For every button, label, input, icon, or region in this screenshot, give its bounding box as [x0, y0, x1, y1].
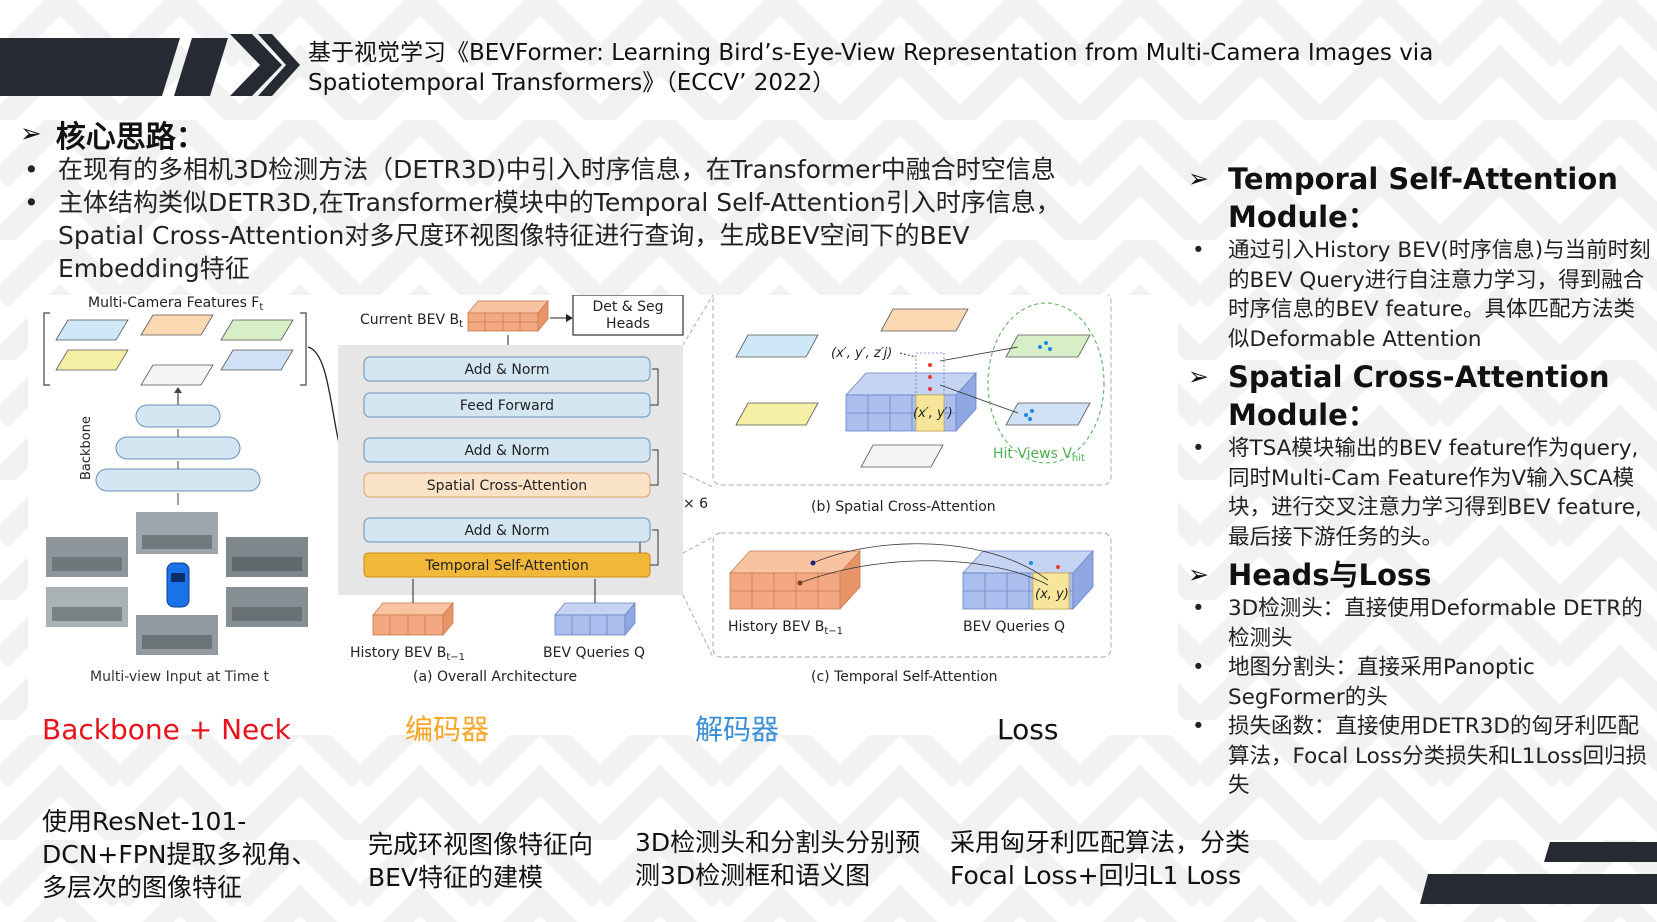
bullet-dot-icon: •	[1192, 238, 1205, 263]
loss-label: Loss	[997, 713, 1059, 746]
core-bullet-text: 在现有的多相机3D检测方法（DETR3D)中引入时序信息，在Transforme…	[58, 155, 1056, 184]
add-norm-block: Add & Norm	[363, 437, 651, 463]
sca-module-item: • 将TSA模块输出的BEV feature作为query,同时Multi-Ca…	[1188, 434, 1653, 552]
bevformer-architecture-figure: Multi-Camera Features Ft Backbone Multi-…	[28, 295, 1178, 735]
arrow-bullet-icon: ➢	[1188, 362, 1209, 391]
svg-text:Spatial Cross-Attention: Spatial Cross-Attention	[427, 478, 587, 494]
tsa-module-item: • 通过引入History BEV(时序信息)与当前时刻的BEV Query进行…	[1188, 236, 1653, 354]
caption-a: (a) Overall Architecture	[413, 669, 577, 685]
multi-camera-features-label: Multi-Camera Features Ft	[88, 295, 263, 313]
hit-views-circle	[987, 302, 1105, 464]
decoder-label: 解码器	[695, 713, 780, 746]
section-title: Temporal Self-Attention Module：	[1228, 162, 1618, 234]
tsa-bev-queries-label: BEV Queries Q	[963, 619, 1065, 635]
det-seg-heads-box	[572, 295, 684, 336]
svg-text:Add & Norm: Add & Norm	[464, 362, 549, 378]
backbone-label: Backbone	[79, 416, 94, 480]
section-title: Heads与Loss	[1228, 558, 1432, 592]
sca-module-heading: ➢ Spatial Cross-Attention Module：	[1188, 358, 1653, 434]
item-text: 地图分割头：直接采用Panoptic SegFormer的头	[1228, 655, 1535, 710]
bullet-dot-icon: •	[1192, 714, 1205, 739]
sca-bev-grid	[845, 352, 977, 433]
add-norm-block: Add & Norm	[363, 356, 651, 382]
backbone-neck-label: Backbone + Neck	[42, 713, 291, 746]
arrow-bullet-icon: ➢	[1188, 164, 1209, 193]
tsa-detail-panel	[712, 532, 1112, 658]
backbone-stage	[95, 468, 261, 492]
header-decoration	[0, 34, 300, 96]
svg-text:Temporal Self-Attention: Temporal Self-Attention	[424, 558, 588, 574]
tsa-history-grid	[729, 549, 861, 611]
core-bullets: • 在现有的多相机3D检测方法（DETR3D)中引入时序信息，在Transfor…	[20, 153, 1170, 285]
item-text: 损失函数：直接使用DETR3D的匈牙利匹配算法，Focal Loss分类损失和L…	[1228, 714, 1648, 798]
encoder-description: 完成环视图像特征向BEV特征的建模	[368, 830, 594, 892]
tsa-module-heading: ➢ Temporal Self-Attention Module：	[1188, 160, 1653, 236]
heads-loss-item: • 地图分割头：直接采用Panoptic SegFormer的头	[1188, 653, 1653, 712]
loss-description: 采用匈牙利匹配算法，分类Focal Loss+回归L1 Loss	[950, 828, 1251, 890]
temporal-self-attention-block: Temporal Self-Attention	[363, 552, 651, 578]
current-bev-grid	[467, 299, 549, 333]
svg-text:Add & Norm: Add & Norm	[464, 523, 549, 539]
bullet-dot-icon: •	[24, 188, 39, 217]
bullet-dot-icon: •	[1192, 436, 1205, 461]
ref-point-3d-label: (x′, y′, z′j)	[831, 346, 892, 361]
add-norm-block: Add & Norm	[363, 517, 651, 543]
feature-map-planes	[55, 314, 294, 386]
camera-images	[46, 512, 308, 655]
page-title: 基于视觉学习《BEVFormer: Learning Bird’s-Eye-Vi…	[308, 40, 1434, 96]
feed-forward-block: Feed Forward	[363, 392, 651, 418]
sca-sampling-points	[928, 363, 932, 391]
bullet-dot-icon: •	[1192, 596, 1205, 621]
encoder-label: 编码器	[405, 713, 490, 746]
tsa-xy-label: (x, y)	[1035, 587, 1069, 602]
core-bullet: • 主体结构类似DETR3D,在Transformer模块中的Temporal …	[20, 186, 1100, 285]
bev-queries-grid	[554, 601, 636, 637]
heads-loss-item: • 3D检测头：直接使用Deformable DETR的检测头	[1188, 594, 1653, 653]
ref-point-2d-label: (x′, y′)	[913, 406, 953, 421]
hit-points	[1024, 341, 1052, 421]
tsa-query-grid	[962, 549, 1094, 611]
module-notes: ➢ Temporal Self-Attention Module： • 通过引入…	[1188, 160, 1653, 801]
core-bullet-text: 主体结构类似DETR3D,在Transformer模块中的Temporal Se…	[58, 188, 1061, 283]
item-text: 通过引入History BEV(时序信息)与当前时刻的BEV Query进行自注…	[1228, 238, 1651, 352]
footer-decoration	[1420, 842, 1657, 904]
caption-b: (b) Spatial Cross-Attention	[811, 499, 996, 515]
backbone-neck-description: 使用ResNet-101-DCN+FPN提取多视角、多层次的图像特征	[42, 807, 317, 902]
core-idea-heading: ➢ 核心思路：	[20, 112, 206, 156]
backbone-stage	[135, 404, 221, 428]
section-title: Spatial Cross-Attention Module：	[1228, 360, 1610, 432]
arrow-bullet-icon: ➢	[1188, 560, 1209, 589]
heads-loss-heading: ➢ Heads与Loss	[1188, 556, 1653, 594]
decoder-description: 3D检测头和分割头分别预测3D检测框和语义图	[635, 828, 921, 890]
multi-view-input-label: Multi-view Input at Time t	[90, 669, 270, 685]
bullet-dot-icon: •	[1192, 655, 1205, 680]
core-idea-title: 核心思路：	[55, 120, 206, 155]
svg-text:Add & Norm: Add & Norm	[464, 443, 549, 459]
spatial-cross-attention-block: Spatial Cross-Attention	[363, 472, 651, 498]
history-bev-label: History BEV Bt−1	[350, 645, 465, 663]
core-bullet: • 在现有的多相机3D检测方法（DETR3D)中引入时序信息，在Transfor…	[20, 153, 1170, 186]
sca-detail-panel	[712, 295, 1112, 486]
arrow-bullet-icon: ➢	[20, 119, 42, 149]
heads-loss-item: • 损失函数：直接使用DETR3D的匈牙利匹配算法，Focal Loss分类损失…	[1188, 712, 1653, 801]
hit-views-label: Hit Views Vhit	[993, 446, 1085, 464]
repeat-six-label: × 6	[683, 496, 708, 512]
caption-c: (c) Temporal Self-Attention	[811, 669, 998, 685]
bullet-dot-icon: •	[24, 155, 39, 184]
tsa-sampling-points	[797, 560, 1060, 586]
tsa-history-bev-label: History BEV Bt−1	[728, 619, 843, 637]
sca-camera-planes	[735, 308, 1091, 468]
ego-car-icon	[166, 562, 190, 608]
bev-queries-label: BEV Queries Q	[543, 645, 645, 661]
item-text: 3D检测头：直接使用Deformable DETR的检测头	[1228, 596, 1643, 651]
current-bev-label: Current BEV Bt	[360, 312, 463, 330]
history-bev-grid	[372, 601, 454, 637]
svg-text:Feed Forward: Feed Forward	[460, 398, 554, 414]
item-text: 将TSA模块输出的BEV feature作为query,同时Multi-Cam …	[1228, 436, 1642, 550]
det-seg-label: Det & Seg	[592, 299, 663, 315]
backbone-stage	[115, 436, 241, 460]
heads-label: Heads	[606, 316, 650, 332]
